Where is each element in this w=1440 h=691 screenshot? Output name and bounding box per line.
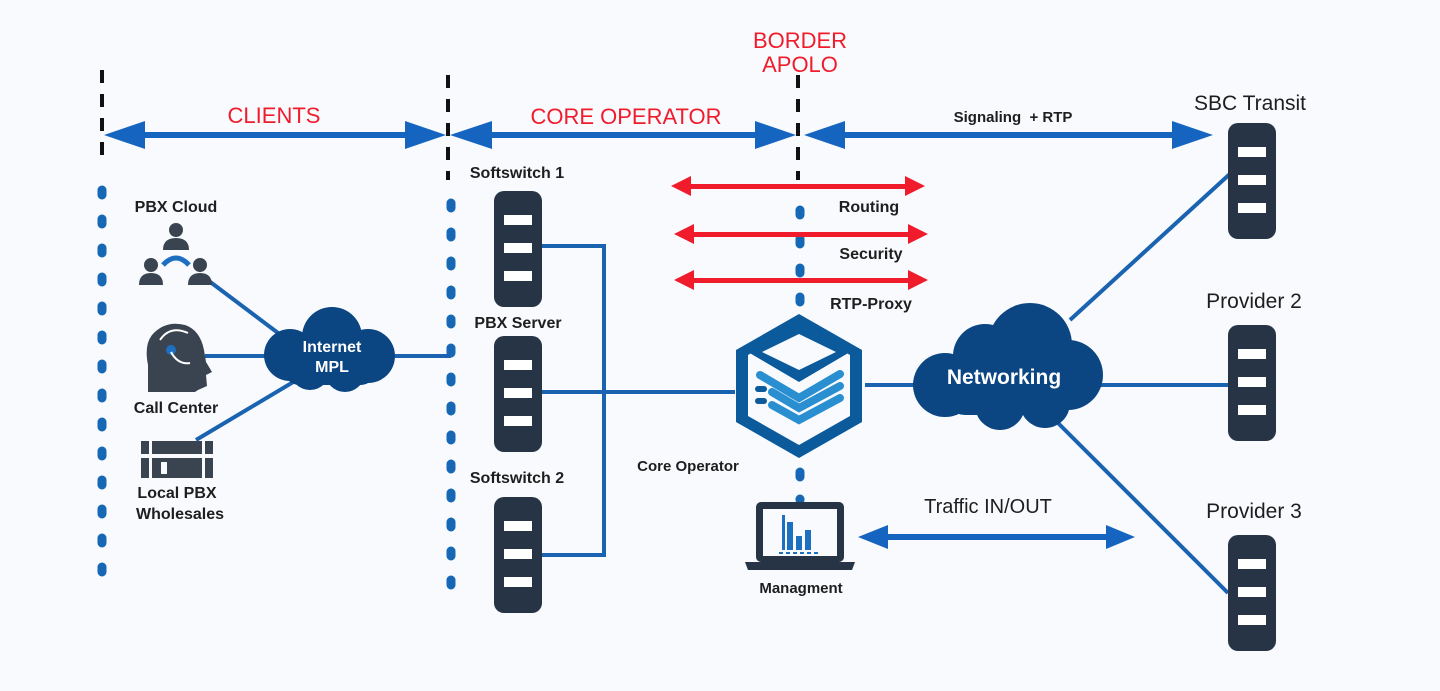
- local-pbx-label-line2: Wholesales: [136, 506, 224, 523]
- pbx-cloud-label: PBX Cloud: [135, 199, 218, 216]
- core-operator-zone-label: CORE OPERATOR: [530, 104, 721, 129]
- routing-arrow: [671, 176, 925, 196]
- border-label-line2: APOLO: [762, 52, 838, 77]
- headset-agent-icon: [146, 323, 212, 392]
- networking-label: Networking: [947, 366, 1061, 389]
- security-label: Security: [839, 246, 902, 263]
- core-operator-label: Core Operator: [637, 458, 739, 475]
- signaling-range-arrow: [804, 121, 1213, 149]
- local-pbx-label-line1: Local PBX: [137, 485, 216, 502]
- traffic-label: Traffic IN/OUT: [924, 496, 1052, 518]
- provider3-server-icon: [1228, 535, 1276, 651]
- softswitch2-label: Softswitch 2: [470, 470, 564, 487]
- pbx-server-icon: [494, 336, 542, 452]
- local-pbx-link: [194, 376, 302, 442]
- softswitch1-link: [542, 244, 606, 557]
- routing-label: Routing: [839, 199, 899, 216]
- networking-cloud-icon: [913, 303, 1103, 430]
- networking-to-sbc-link: [1068, 170, 1234, 322]
- softswitch1-server-icon: [494, 191, 542, 307]
- core-range-arrow: [450, 121, 796, 149]
- provider2-server-icon: [1228, 325, 1276, 441]
- border-label-line1: BORDER: [753, 28, 847, 53]
- softswitch2-server-icon: [494, 497, 542, 613]
- internet-label-line1: Internet: [303, 339, 362, 356]
- pbx-server-label: PBX Server: [474, 315, 561, 332]
- users-group-icon: [139, 223, 212, 285]
- call-center-label: Call Center: [134, 400, 218, 417]
- clients-zone-label: CLIENTS: [228, 103, 321, 128]
- laptop-chart-icon: [745, 502, 855, 570]
- pbx-cloud-link: [203, 276, 292, 344]
- security-arrow: [674, 224, 928, 244]
- internet-cloud-icon: [264, 307, 395, 392]
- pbx-device-icon: [141, 441, 213, 478]
- signaling-label: Signaling + RTP: [954, 109, 1073, 126]
- clients-range-arrow: [104, 121, 446, 149]
- provider2-label: Provider 2: [1206, 290, 1302, 313]
- provider3-label: Provider 3: [1206, 500, 1302, 523]
- softswitch1-label: Softswitch 1: [470, 165, 564, 182]
- networking-to-provider3-link: [1053, 418, 1230, 595]
- sbc-transit-server-icon: [1228, 123, 1276, 239]
- traffic-arrow: [858, 525, 1135, 549]
- sbc-transit-label: SBC Transit: [1194, 92, 1306, 115]
- management-label: Managment: [759, 580, 842, 597]
- rtp-proxy-label: RTP-Proxy: [830, 296, 912, 313]
- internet-label-line2: MPL: [315, 359, 349, 376]
- cube-layers-icon: [736, 314, 862, 458]
- rtp-proxy-arrow: [674, 270, 928, 290]
